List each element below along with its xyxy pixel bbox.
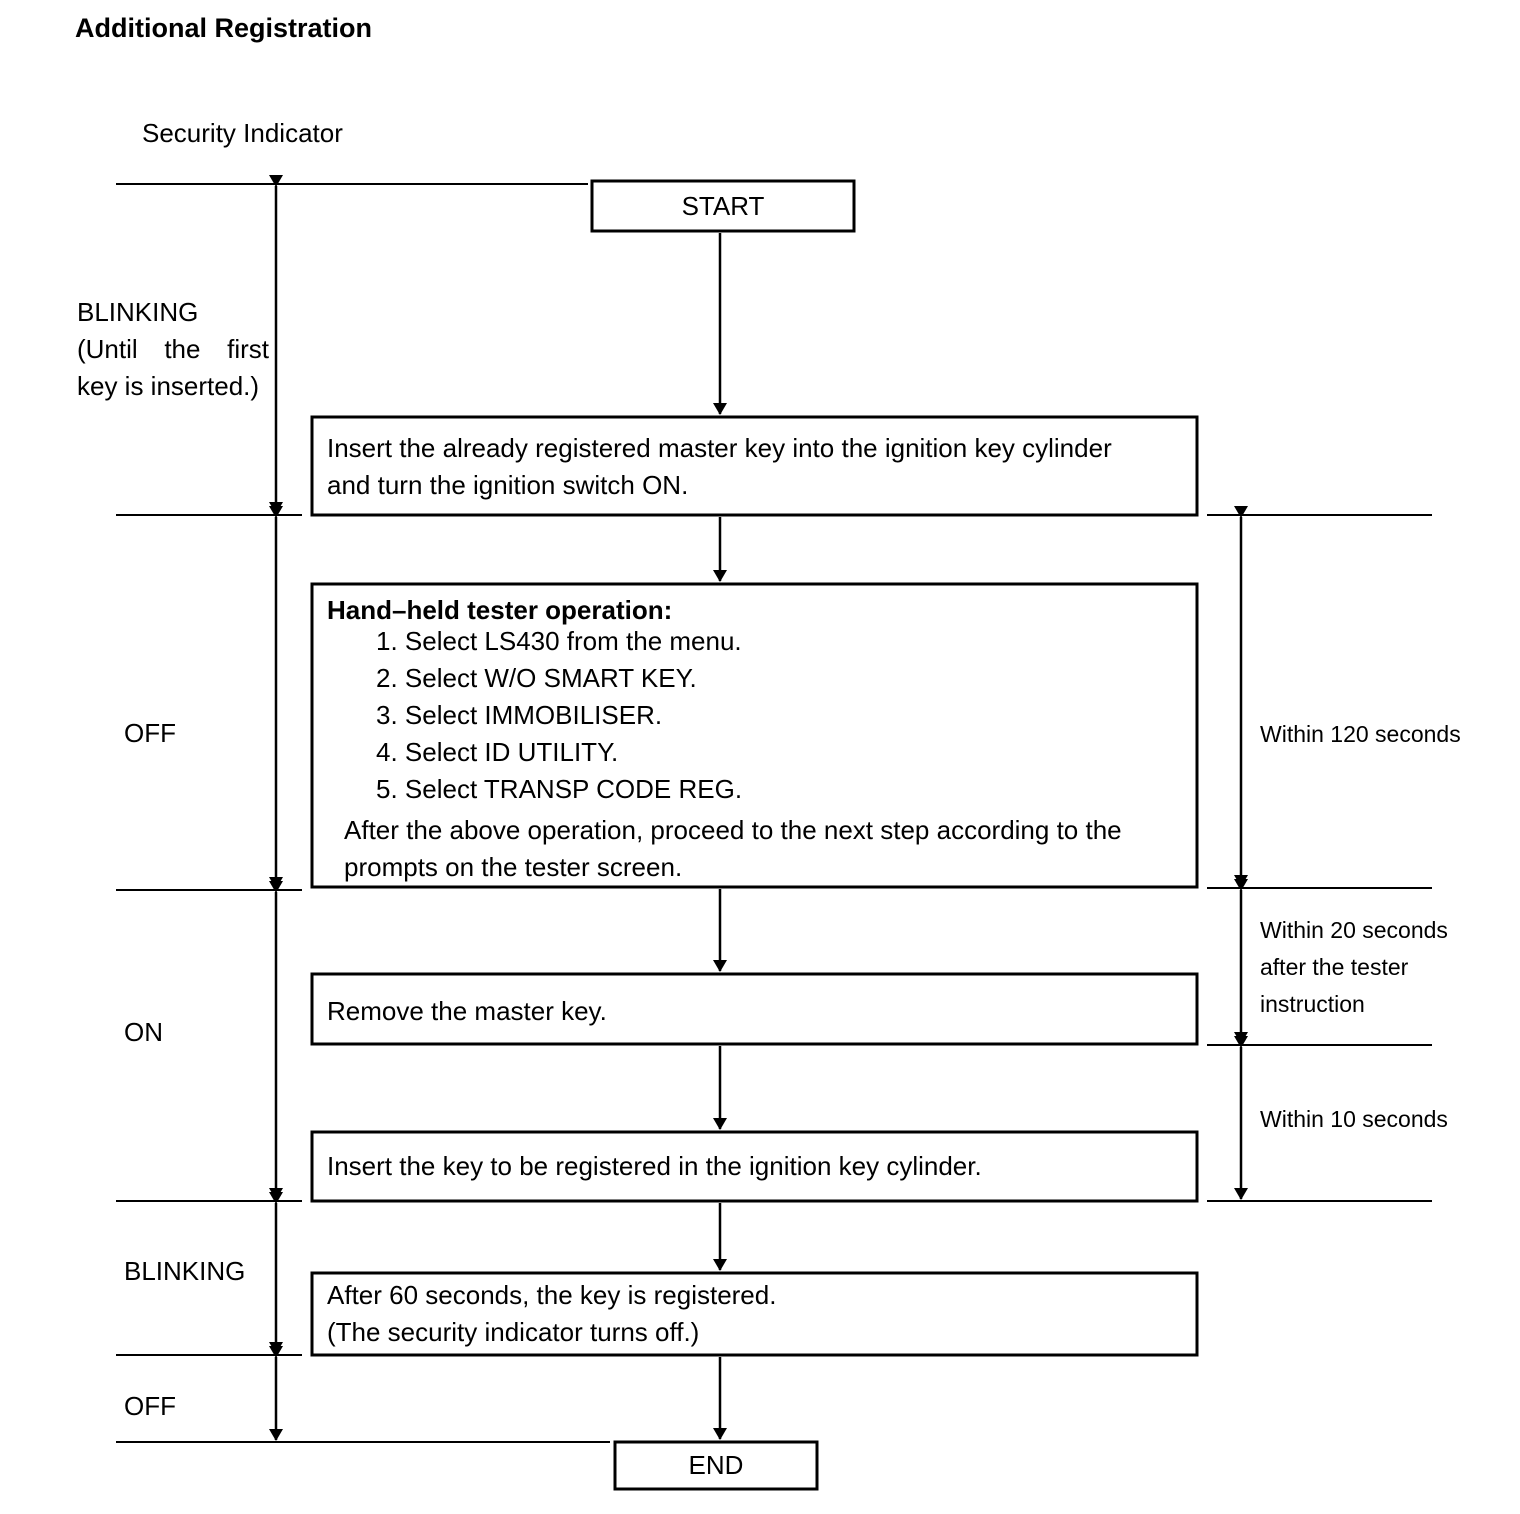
step-line: After the above operation, proceed to th… [344, 815, 1122, 845]
insert-master-text: Insert the already registered master key… [327, 430, 1112, 504]
indicator-state-blinking: BLINKING [124, 1256, 246, 1286]
insert-new-key-text: Insert the key to be registered in the i… [327, 1151, 982, 1181]
insert-master-box [310, 415, 1199, 517]
indicator-state-off-final: OFF [124, 1391, 176, 1421]
tester-item: 1. Select LS430 from the menu. [376, 626, 742, 656]
end-box [613, 1440, 819, 1491]
indicator-separators [116, 183, 610, 1443]
tester-after-text: After the above operation, proceed to th… [344, 812, 1122, 886]
state-label-line: key is inserted.) [77, 371, 260, 401]
start-label: START [681, 191, 765, 221]
tester-item: 2. Select W/O SMART KEY. [376, 663, 697, 693]
indicator-state-off: OFF [124, 718, 176, 748]
registered-text: After 60 seconds, the key is registered.… [327, 1277, 776, 1351]
timing-within-120: Within 120 seconds [1260, 721, 1461, 747]
tester-item: 3. Select IMMOBILISER. [376, 700, 663, 730]
tester-box [310, 582, 1199, 889]
indicator-heading: Security Indicator [142, 118, 343, 148]
tester-item: 4. Select ID UTILITY. [376, 737, 619, 767]
indicator-state-on: ON [124, 1017, 163, 1047]
step-line: (The security indicator turns off.) [327, 1317, 700, 1347]
timing-line: Within 20 seconds [1260, 917, 1448, 943]
step-line: prompts on the tester screen. [344, 852, 683, 882]
flow-boxes [310, 179, 1199, 1491]
state-label-line: BLINKING [77, 297, 199, 327]
tester-item: 5. Select TRANSP CODE REG. [376, 774, 743, 804]
tester-items: 1. Select LS430 from the menu. 2. Select… [376, 623, 742, 808]
step-line: After 60 seconds, the key is registered. [327, 1280, 777, 1310]
state-label-line: (Until the first [77, 334, 269, 364]
remove-master-text: Remove the master key. [327, 996, 607, 1026]
start-box [590, 179, 856, 233]
step-line: Insert the already registered master key… [327, 433, 1112, 463]
insert-new-key-box [310, 1130, 1199, 1203]
timing-line: instruction [1260, 991, 1365, 1017]
remove-master-box [310, 972, 1199, 1046]
timing-within-10: Within 10 seconds [1260, 1106, 1448, 1132]
end-label: END [688, 1450, 744, 1480]
timing-line: after the tester [1260, 954, 1409, 980]
indicator-state-blinking-initial: BLINKING (Until the first key is inserte… [77, 294, 269, 405]
page-title: Additional Registration [75, 13, 372, 43]
registered-box [310, 1271, 1199, 1357]
step-line: and turn the ignition switch ON. [327, 470, 689, 500]
timing-within-20: Within 20 seconds after the tester instr… [1260, 912, 1448, 1023]
tester-heading: Hand–held tester operation: [327, 595, 673, 625]
